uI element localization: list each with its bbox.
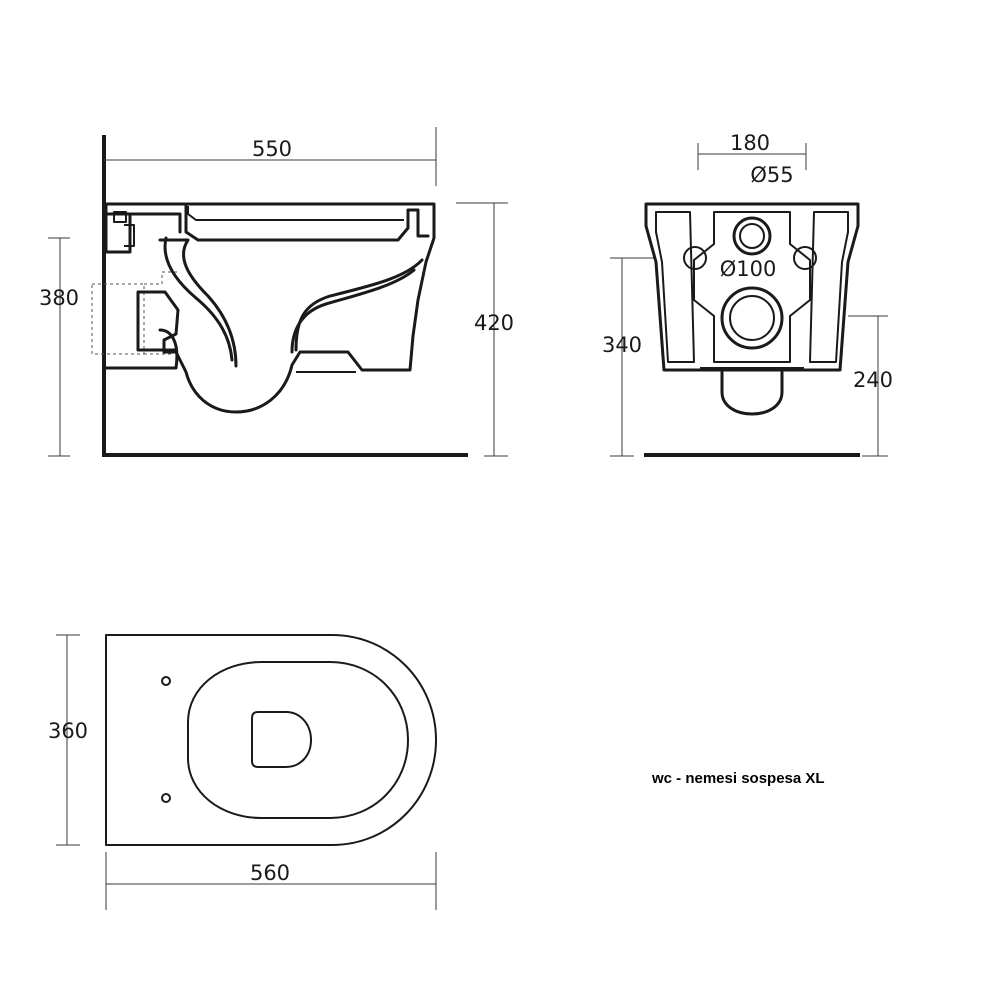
bowl-trap-outline [158,238,238,368]
side-height-right-label: 420 [474,311,514,335]
inlet-diameter-label: Ø55 [750,163,793,187]
top-outlet [251,711,312,768]
front-height-left-label: 340 [602,333,642,357]
top-view: 360 560 [48,634,437,910]
top-bowl-rim [187,661,409,819]
side-height-left-label: 380 [39,286,79,310]
product-caption: wc - nemesi sospesa XL [652,770,825,787]
outlet-spacing-label: 180 [730,131,770,155]
top-body-outline [105,634,437,846]
front-body-outline [644,202,860,372]
side-width-label: 550 [252,137,292,161]
front-view: 180 Ø55 340 240 Ø100 [602,131,893,457]
fixing-hole-top [161,676,171,686]
fixing-hole-bottom [161,793,171,803]
top-length-label: 560 [250,861,290,885]
front-height-right-label: 240 [853,368,893,392]
outlet-diameter-label: Ø100 [720,257,777,281]
top-width-label: 360 [48,719,88,743]
bowl-body-outline [104,202,436,414]
side-view: 550 380 420 [39,127,514,457]
